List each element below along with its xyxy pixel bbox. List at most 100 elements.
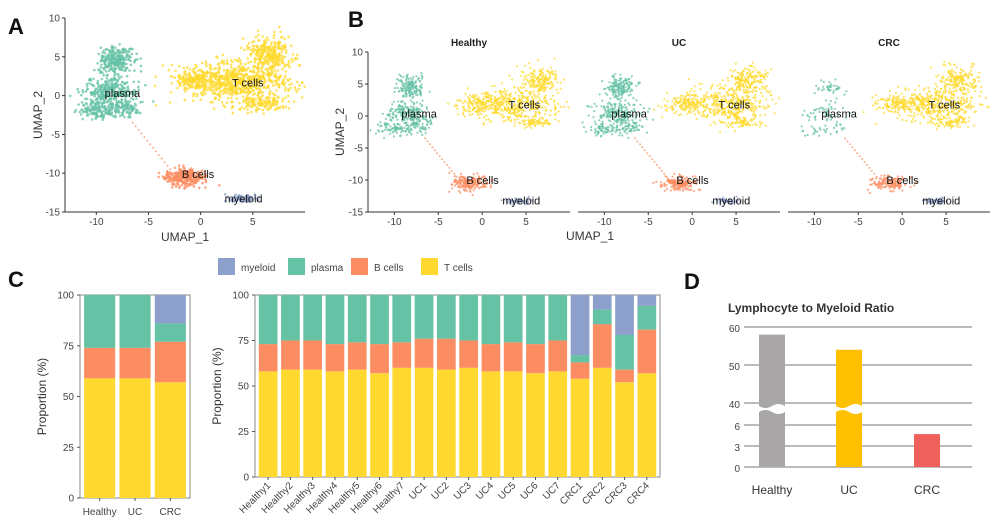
umap-point xyxy=(607,119,611,122)
umap-point xyxy=(177,74,180,77)
umap-point xyxy=(125,54,128,58)
umap-point xyxy=(718,83,722,86)
umap-point xyxy=(473,98,476,101)
umap-point xyxy=(296,57,299,60)
umap-point xyxy=(481,107,485,110)
umap-point xyxy=(110,49,114,53)
umap-point xyxy=(501,109,504,112)
umap-point xyxy=(495,111,498,114)
umap-point xyxy=(81,117,84,121)
umap-point xyxy=(226,96,230,100)
umap-point xyxy=(97,105,101,108)
umap-point xyxy=(112,78,115,82)
umap-point xyxy=(298,84,301,87)
umap-point xyxy=(130,92,134,95)
umap-point xyxy=(273,93,277,97)
umap-point xyxy=(125,102,128,106)
umap-point xyxy=(601,80,604,83)
umap-point xyxy=(617,89,620,92)
umap-point xyxy=(757,105,761,108)
umap-point xyxy=(204,180,208,184)
umap-point xyxy=(758,87,761,90)
umap-point xyxy=(759,91,763,94)
umap-point xyxy=(213,85,216,89)
umap-point xyxy=(230,100,233,104)
umap-point xyxy=(99,70,103,73)
umap-point xyxy=(259,60,262,63)
umap-point xyxy=(239,59,242,62)
umap-point xyxy=(166,171,170,174)
umap-point xyxy=(411,83,414,86)
umap-point xyxy=(137,128,140,131)
umap-point xyxy=(135,108,139,112)
umap-point xyxy=(519,91,523,94)
umap-point xyxy=(448,166,451,169)
umap-point xyxy=(711,83,714,86)
umap-point xyxy=(246,111,249,115)
umap-point xyxy=(204,85,207,88)
umap-point xyxy=(121,105,124,108)
umap-point xyxy=(614,73,617,76)
umap-point xyxy=(277,64,280,67)
umap-point xyxy=(524,115,527,118)
umap-point xyxy=(101,93,105,96)
umap-point xyxy=(85,110,88,114)
umap-point xyxy=(287,94,290,98)
umap-point xyxy=(639,103,642,106)
umap-point xyxy=(120,75,123,78)
umap-point xyxy=(124,100,128,103)
umap-point xyxy=(521,82,524,85)
umap-point xyxy=(471,113,474,116)
umap-point xyxy=(394,108,397,111)
umap-point xyxy=(171,186,174,189)
umap-point xyxy=(217,98,221,102)
umap-point xyxy=(389,125,392,128)
umap-point xyxy=(533,125,537,128)
umap-point xyxy=(610,104,614,107)
umap-point xyxy=(154,150,157,153)
umap-point xyxy=(708,110,712,113)
umap-point xyxy=(702,112,705,115)
umap-point xyxy=(173,76,177,79)
umap-point xyxy=(606,102,610,105)
umap-point xyxy=(533,70,536,73)
umap-point xyxy=(421,133,424,137)
umap-point xyxy=(383,123,386,126)
umap-point xyxy=(694,113,697,116)
umap-point xyxy=(766,71,770,74)
umap-point xyxy=(516,114,520,117)
umap-point xyxy=(263,99,267,102)
umap-point xyxy=(741,83,745,86)
umap-point xyxy=(283,86,287,90)
umap-point xyxy=(462,105,465,108)
umap-point xyxy=(393,90,396,94)
umap-point xyxy=(102,114,106,117)
umap-point xyxy=(741,76,744,79)
umap-point xyxy=(506,116,509,119)
umap-point xyxy=(107,48,110,52)
umap-point xyxy=(259,91,262,95)
umap-point xyxy=(456,107,459,110)
umap-point xyxy=(494,105,497,108)
umap-point xyxy=(204,60,208,63)
umap-point xyxy=(525,77,528,80)
umap-point xyxy=(280,82,284,85)
umap-point xyxy=(615,126,618,129)
umap-point xyxy=(593,120,597,123)
umap-point xyxy=(628,129,631,132)
umap-point xyxy=(477,98,480,101)
umap-point xyxy=(601,114,604,117)
umap-point xyxy=(412,75,415,78)
umap-point xyxy=(246,108,249,111)
umap-point xyxy=(252,89,255,93)
umap-point xyxy=(381,130,384,133)
umap-point xyxy=(635,126,638,129)
umap-point xyxy=(127,50,131,54)
umap-point xyxy=(753,109,756,112)
umap-point xyxy=(259,46,263,50)
umap-point xyxy=(287,89,291,93)
umap-point xyxy=(211,100,215,104)
umap-point xyxy=(620,122,623,125)
umap-point xyxy=(81,90,85,94)
